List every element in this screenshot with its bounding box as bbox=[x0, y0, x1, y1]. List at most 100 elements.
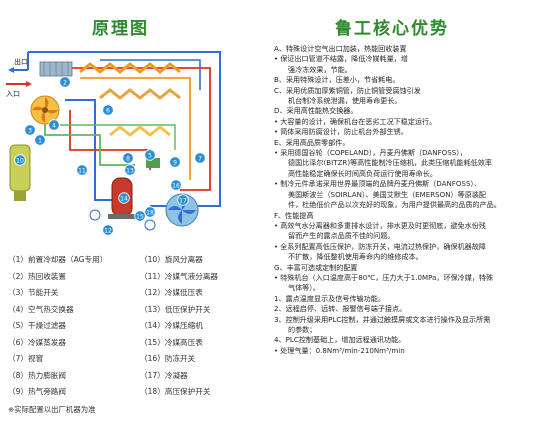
red-pipe-top bbox=[65, 67, 211, 191]
green-pipe-2 bbox=[60, 124, 176, 150]
low-pressure-gauge bbox=[89, 209, 101, 221]
advantage-line: 高性能稳定确保长时间高负荷运行使用寿命长。 bbox=[288, 168, 437, 178]
high-pressure-gauge bbox=[144, 219, 156, 231]
outlet-label: 出口 bbox=[14, 57, 28, 66]
marker-5 bbox=[144, 149, 156, 161]
advantage-line: 简体采用防腐设计，防止机台外部生锈。 bbox=[274, 127, 555, 137]
advantage-line: 特殊机台（入口温度高于80℃，压力大于1.0MPa，环保冷媒，特殊 bbox=[274, 273, 555, 283]
marker-label: 7 bbox=[198, 155, 202, 162]
marker-label: 4 bbox=[52, 122, 56, 129]
marker-1 bbox=[34, 134, 46, 146]
marker-label: 15 bbox=[136, 213, 144, 220]
marker-4 bbox=[48, 119, 60, 131]
marker-label: 8 bbox=[126, 155, 130, 162]
dryer-filter bbox=[146, 158, 160, 168]
marker-14 bbox=[118, 192, 130, 204]
advantage-line: 件，杜绝低价产品以次充好的现象，为用户提供最高的品质的产品。 bbox=[288, 200, 501, 210]
advantage-heading: A、特殊设计空气出口加装，热能回收装置 bbox=[274, 44, 407, 53]
legend-item: （8）热力膨胀阀 bbox=[8, 370, 66, 380]
legend-item: （10）旋风分离器 bbox=[140, 255, 203, 264]
marker-18 bbox=[144, 206, 156, 218]
legend-item: （7）视窗 bbox=[8, 354, 44, 363]
left-title: 原理图 bbox=[92, 19, 149, 39]
marker-label: 6 bbox=[106, 107, 110, 114]
heat-recovery-coil bbox=[79, 62, 181, 74]
advantage-heading: 2、远程启停、远转、报警信号端子接点。 bbox=[274, 304, 407, 314]
marker-13 bbox=[124, 164, 136, 176]
marker-label: 16 bbox=[172, 182, 180, 189]
legend-item: （3）节能开关 bbox=[8, 288, 59, 297]
advantage-line: 处理气量：0.8Nm³/min-210Nm³/min bbox=[274, 346, 555, 356]
advantage-heading: B、采用特殊设计，压差小，节省耗电。 bbox=[274, 75, 400, 85]
marker-6 bbox=[102, 104, 114, 116]
legend-item: （1）前置冷却器（AG专用） bbox=[8, 255, 108, 264]
marker-17 bbox=[177, 194, 189, 206]
legend-item: （6）冷媒蒸发器 bbox=[8, 337, 66, 347]
advantage-line: 德国比泽尔(BITZR)等高性能制冷压缩机，此类压缩机能耗低效率 bbox=[288, 158, 492, 168]
advantage-line: 留而产生的露点品质不佳的问题。 bbox=[288, 231, 395, 241]
advantage-line: 的参数； bbox=[288, 324, 317, 334]
advantage-line: 保证出口管道不结露，降低冷媒耗量，增 bbox=[274, 54, 555, 64]
advantage-line: 制冷元件承诺采用世界最顶端的品牌丹麦丹佛斯（DANFOSS）、 bbox=[274, 179, 555, 189]
marker-label: 9 bbox=[173, 159, 177, 166]
legend-item: （5）干燥过滤器 bbox=[8, 321, 66, 330]
advantage-line: 美国斯波兰（SOIRLAN）、美国艾默生（EMERSON）等原装配 bbox=[288, 189, 487, 199]
legend-item: （13）低压保护开关 bbox=[140, 304, 211, 314]
marker-label: 17 bbox=[179, 197, 187, 204]
advantage-line: 大容量的设计，确保机台在恶劣工况下稳定运行。 bbox=[274, 117, 555, 127]
legend-item: （14）冷媒压缩机 bbox=[140, 321, 203, 330]
heat-exchanger-coil bbox=[109, 125, 171, 137]
marker-9 bbox=[169, 156, 181, 168]
marker-7 bbox=[194, 152, 206, 164]
marker-label: 13 bbox=[126, 167, 134, 174]
advantage-line: 机台制冷系统泄漏，使用寿命更长。 bbox=[288, 96, 402, 106]
marker-12 bbox=[102, 224, 114, 236]
marker-11 bbox=[76, 164, 88, 176]
marker-label: 14 bbox=[120, 195, 128, 202]
legend-item: （4）空气热交换器 bbox=[8, 304, 74, 314]
marker-3 bbox=[24, 124, 36, 136]
marker-label: 10 bbox=[16, 157, 24, 164]
legend-item: （16）防冻开关 bbox=[140, 354, 196, 363]
orange-pipe bbox=[80, 77, 191, 180]
marker-label: 3 bbox=[28, 127, 32, 134]
legend-item: （18）高压保护开关 bbox=[140, 387, 211, 396]
legend-column-1: （1）前置冷却器（AG专用）（2）热回收装置（3）节能开关（4）空气热交换器（5… bbox=[8, 252, 107, 401]
marker-10 bbox=[14, 154, 26, 166]
marker-label: 18 bbox=[146, 209, 154, 216]
legend-item: （11）冷媒气液分离器 bbox=[140, 271, 219, 281]
legend-item: （17）冷凝器 bbox=[140, 370, 188, 380]
marker-2 bbox=[59, 76, 71, 88]
advantage-line: 高效气水分离器和多重排水设计，排水更及时更彻底，避免水份残 bbox=[274, 221, 555, 231]
marker-15 bbox=[134, 210, 146, 222]
advantage-line: 全系列配置高低压保护，防冻开关，电流过热保护，确保机器故障 bbox=[274, 242, 555, 252]
marker-label: 12 bbox=[104, 227, 112, 234]
cyclone-separator bbox=[9, 144, 31, 192]
legend-item: （9）热气旁路阀 bbox=[8, 387, 66, 396]
advantage-heading: E、采用高品质零部件。 bbox=[274, 137, 350, 147]
marker-label: 1 bbox=[38, 137, 42, 144]
right-title: 鲁工核心优势 bbox=[335, 19, 449, 39]
advantage-heading: G、丰富可选或定制的配置 bbox=[274, 262, 358, 272]
advantage-heading: D、采用高性能热交换器。 bbox=[274, 106, 358, 116]
advantage-line: 气体等）。 bbox=[288, 283, 320, 293]
advantage-heading: 1、露点温度显示及信号传输功能。 bbox=[274, 293, 385, 303]
advantage-line: 强冷冻效果，节能。 bbox=[288, 64, 352, 74]
config-note: ※实际配置以出厂机器为准 bbox=[8, 405, 96, 414]
advantages-list: A、特殊设计空气出口加装，热能回收装置保证出口管道不结露，降低冷媒耗量，增强冷冻… bbox=[274, 44, 555, 356]
advantage-heading: 3、控制升级采用PLC控制，并通过触摸屏或文本进行操作及显示所需 bbox=[274, 314, 491, 324]
advantage-heading: 4、PLC控制基础上，增加远程通讯功能。 bbox=[274, 335, 406, 345]
legend-item: （15）冷媒高压表 bbox=[140, 337, 203, 347]
marker-label: 2 bbox=[63, 79, 67, 86]
blue-top-pipe bbox=[100, 59, 201, 90]
condenser-fan-icon bbox=[165, 193, 199, 227]
evaporator-coil bbox=[99, 88, 181, 100]
advantage-heading: F、性能提高 bbox=[274, 210, 314, 220]
marker-16 bbox=[170, 179, 182, 191]
advantage-line: 采用德国谷轮（COPELAND），丹麦丹佛斯（DANFOSS）， bbox=[274, 148, 555, 158]
marker-label: 11 bbox=[78, 167, 86, 174]
marker-label: 5 bbox=[148, 152, 152, 159]
legend-column-2: （10）旋风分离器（11）冷媒气液分离器（12）冷媒低压表（13）低压保护开关（… bbox=[140, 252, 218, 401]
